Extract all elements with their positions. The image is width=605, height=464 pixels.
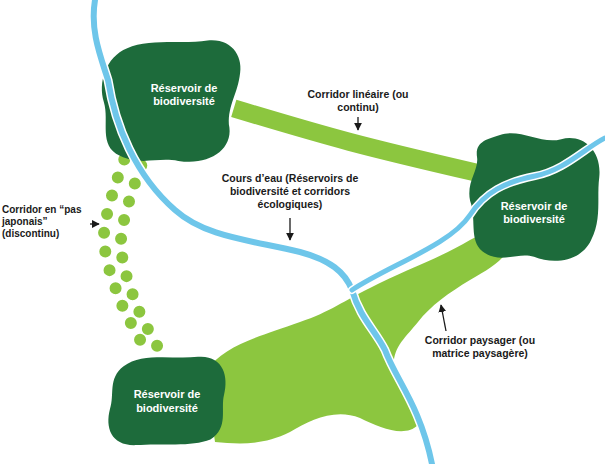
biodiversity-reservoir: Réservoir de biodiversité bbox=[105, 352, 229, 447]
river-branch bbox=[352, 138, 605, 290]
reservoir-outline bbox=[108, 357, 225, 446]
river-outline bbox=[94, 0, 432, 464]
callout-arrow bbox=[441, 305, 446, 331]
river-branch-outline bbox=[352, 138, 605, 290]
callout-label: Corridor en “pas japonais” (discontinu) bbox=[2, 204, 90, 241]
reservoir-label: Réservoir de biodiversité bbox=[123, 388, 211, 414]
corridor-band bbox=[234, 108, 477, 172]
callout-arrow bbox=[289, 218, 290, 240]
linear-corridor bbox=[234, 108, 477, 172]
callout-label: Corridor linéaire (ou continu) bbox=[302, 88, 414, 114]
river bbox=[94, 0, 432, 464]
callout-arrow bbox=[90, 223, 99, 224]
reservoir-label: Réservoir de biodiversité bbox=[140, 82, 228, 108]
callout-arrow bbox=[357, 117, 358, 130]
reservoir-label: Réservoir de biodiversité bbox=[490, 200, 578, 226]
biodiversity-reservoir: Réservoir de biodiversité bbox=[98, 38, 244, 166]
callout-label: Corridor paysager (ou matrice paysagère) bbox=[406, 334, 554, 360]
callout-label: Cours d’eau (Réservoirs de biodiversité … bbox=[202, 172, 378, 210]
